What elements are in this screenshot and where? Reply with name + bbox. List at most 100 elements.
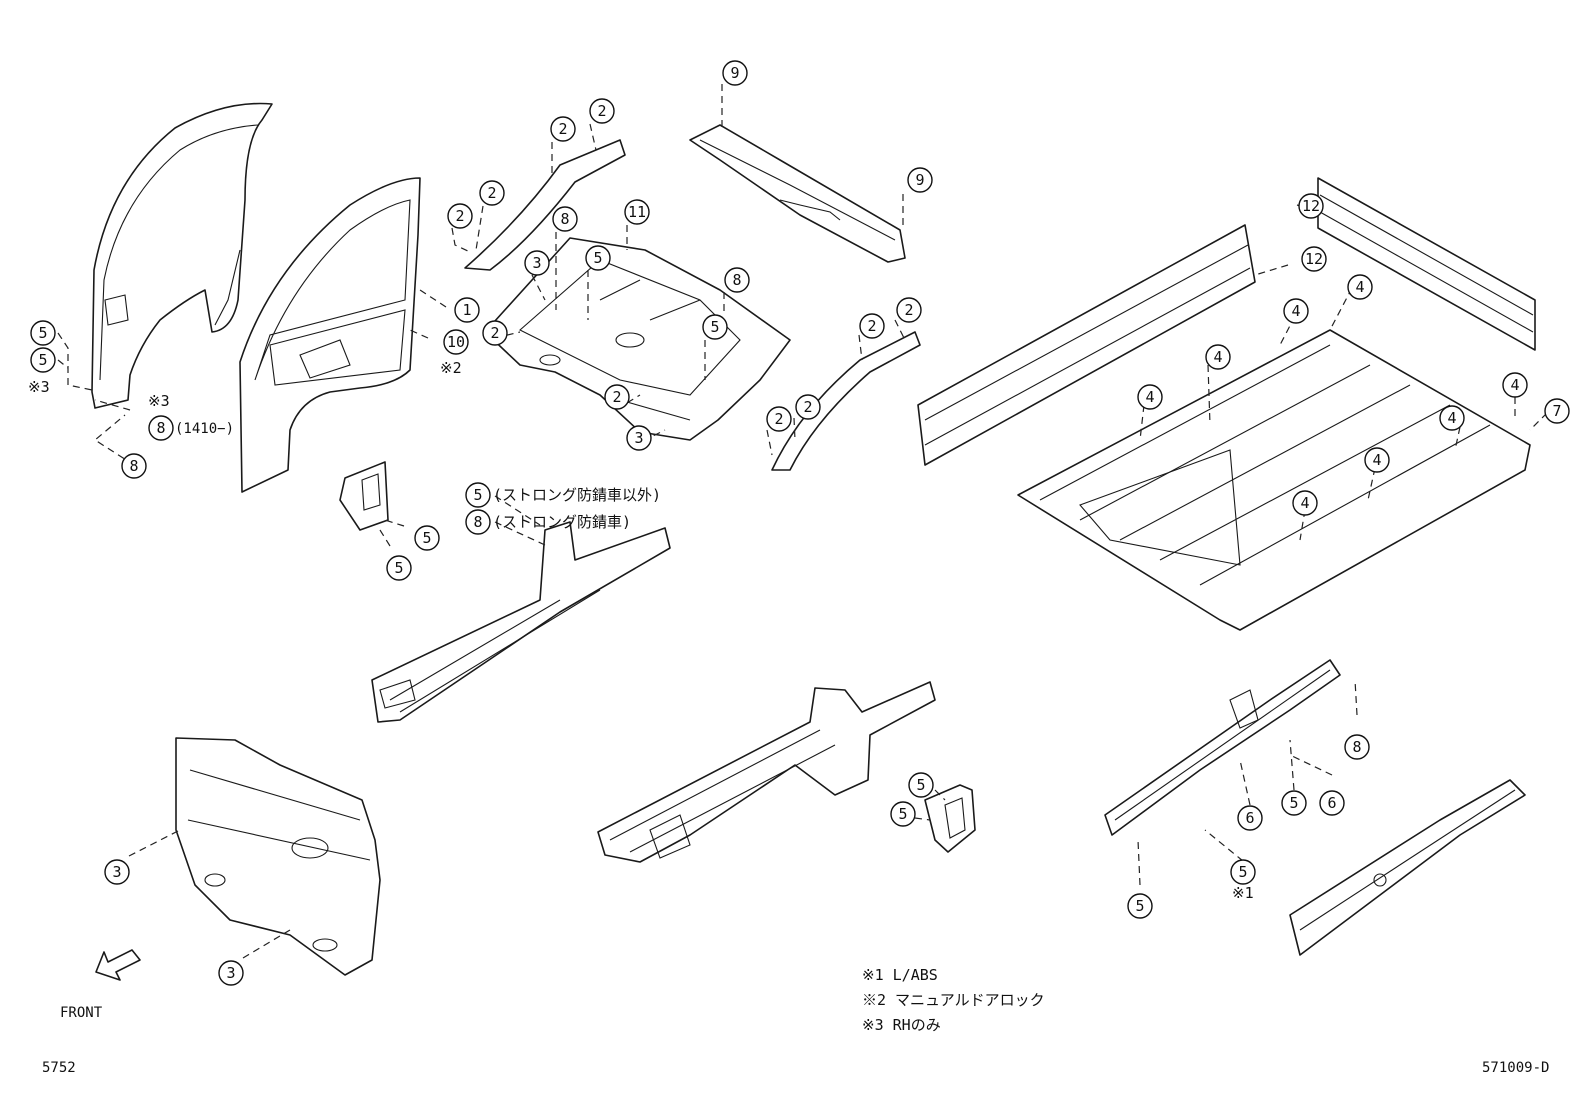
svg-text:5: 5	[1135, 897, 1144, 915]
svg-text:5: 5	[473, 486, 482, 504]
callout: 5	[1230, 859, 1256, 885]
svg-text:8: 8	[1352, 738, 1361, 756]
note-2: ※2 マニュアルドアロック	[862, 991, 1045, 1009]
page-number: 5752	[42, 1060, 76, 1076]
svg-text:8: 8	[732, 271, 741, 289]
callout: 6	[1319, 790, 1345, 816]
svg-text:2: 2	[455, 207, 464, 225]
callout: 5	[890, 801, 916, 827]
callout: 4	[1283, 298, 1309, 324]
callout: 4	[1364, 447, 1390, 473]
svg-text:3: 3	[634, 429, 643, 447]
callout: 2	[479, 180, 505, 206]
svg-text:2: 2	[612, 388, 621, 406]
callout: 2	[859, 313, 885, 339]
front-floor-pan	[484, 237, 791, 441]
svg-text:4: 4	[1447, 409, 1456, 427]
callout: 3	[626, 425, 652, 451]
door-opening-frame	[239, 177, 421, 493]
callout: 8	[552, 206, 578, 232]
callout: 4	[1502, 372, 1528, 398]
callout: 8	[121, 453, 147, 479]
svg-text:4: 4	[1510, 376, 1519, 394]
front-pillar-lower	[339, 461, 389, 531]
svg-text:5: 5	[710, 318, 719, 336]
svg-text:12: 12	[1302, 197, 1320, 215]
callout: 6	[1237, 805, 1263, 831]
callout: 2	[589, 98, 615, 124]
svg-text:3: 3	[112, 863, 121, 881]
callout: 9	[907, 167, 933, 193]
figure-code: 571009-D	[1482, 1060, 1549, 1076]
strong-except-label: (ストロング防錆車以外)	[493, 486, 661, 504]
svg-text:5: 5	[38, 351, 47, 369]
svg-text:2: 2	[558, 120, 567, 138]
range-label: (1410−)	[175, 421, 234, 437]
outer-side-panel	[91, 102, 273, 409]
callout: 5	[30, 347, 56, 373]
svg-text:2: 2	[774, 410, 783, 428]
rear-side-frame-upper	[1104, 659, 1341, 836]
callout: 1	[454, 297, 480, 323]
svg-text:2: 2	[487, 184, 496, 202]
rear-side-frame-lower	[1289, 779, 1526, 956]
callout: 4	[1205, 344, 1231, 370]
svg-text:5: 5	[898, 805, 907, 823]
svg-text:9: 9	[730, 64, 739, 82]
svg-text:11: 11	[628, 203, 646, 221]
roof-rail-right	[771, 331, 921, 471]
callout: 8	[724, 267, 750, 293]
svg-text:5: 5	[422, 529, 431, 547]
svg-text:2: 2	[867, 317, 876, 335]
svg-text:7: 7	[1552, 402, 1561, 420]
callout: 3	[104, 859, 130, 885]
svg-text:5: 5	[394, 559, 403, 577]
dash-panel	[175, 737, 381, 976]
front-direction-arrow	[95, 949, 141, 981]
callout: 2	[795, 394, 821, 420]
svg-text:8: 8	[156, 419, 165, 437]
svg-text:3: 3	[532, 254, 541, 272]
svg-text:2: 2	[904, 301, 913, 319]
callout: 5	[585, 245, 611, 271]
svg-text:5: 5	[916, 776, 925, 794]
cowl-top-panel	[689, 124, 906, 263]
callout: 3	[218, 960, 244, 986]
mark3-label-b: ※3	[148, 392, 170, 410]
svg-text:8: 8	[473, 513, 482, 531]
svg-text:9: 9	[915, 171, 924, 189]
svg-text:8: 8	[560, 210, 569, 228]
callout: 4	[1439, 405, 1465, 431]
callout: 2	[447, 203, 473, 229]
svg-text:4: 4	[1145, 388, 1154, 406]
svg-text:2: 2	[490, 324, 499, 342]
svg-text:8: 8	[129, 457, 138, 475]
mark2-label: ※2	[440, 359, 462, 377]
svg-text:6: 6	[1245, 809, 1254, 827]
svg-text:6: 6	[1327, 794, 1336, 812]
svg-text:10: 10	[447, 333, 465, 351]
callout: 4	[1292, 490, 1318, 516]
callout: 8	[1344, 734, 1370, 760]
svg-text:3: 3	[226, 964, 235, 982]
callout: 5	[465, 482, 491, 508]
svg-text:1: 1	[462, 301, 471, 319]
callout: 5	[702, 314, 728, 340]
callout: 4	[1137, 384, 1163, 410]
callout: 2	[896, 297, 922, 323]
rear-pillar-small	[924, 784, 976, 853]
callout: 2	[482, 320, 508, 346]
note-1: ※1 L/ABS	[862, 966, 938, 984]
front-side-member	[371, 521, 671, 723]
callout: 5	[908, 772, 934, 798]
callout: 5	[30, 320, 56, 346]
callout: 5	[1127, 893, 1153, 919]
mark1-label: ※1	[1232, 884, 1254, 902]
deck-floor	[1017, 329, 1531, 631]
svg-text:2: 2	[803, 398, 812, 416]
callout: 2	[604, 384, 630, 410]
svg-text:4: 4	[1291, 302, 1300, 320]
mark3-label-a: ※3	[28, 378, 50, 396]
svg-text:2: 2	[597, 102, 606, 120]
svg-text:5: 5	[1238, 863, 1247, 881]
